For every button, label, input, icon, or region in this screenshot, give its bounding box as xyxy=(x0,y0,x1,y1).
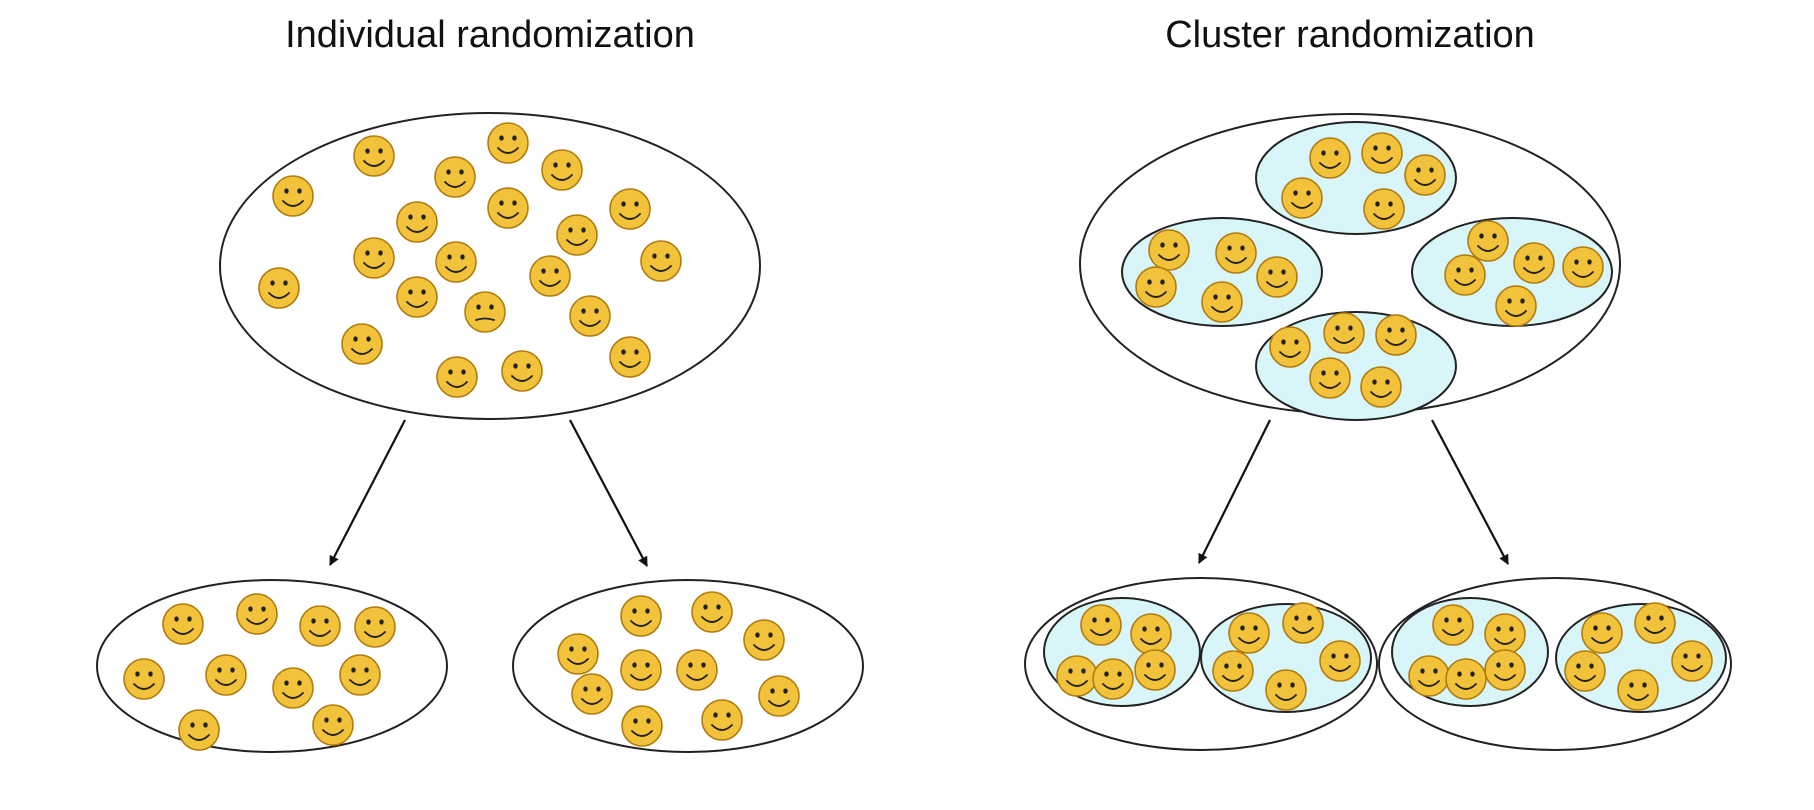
smiley-face-icon xyxy=(1562,246,1604,288)
smiley-face-icon xyxy=(1135,266,1177,308)
smiley-face-icon xyxy=(1092,658,1134,700)
smiley-face-icon xyxy=(1265,669,1307,711)
smiley-face-icon xyxy=(701,699,743,741)
smiley-face-icon xyxy=(312,704,354,746)
smiley-face-icon xyxy=(1282,602,1324,644)
smiley-face-icon xyxy=(609,336,651,378)
smiley-face-icon xyxy=(487,122,529,164)
smiley-face-icon xyxy=(339,654,381,696)
smiley-face-icon xyxy=(299,605,341,647)
smiley-face-icon xyxy=(1564,650,1606,692)
smiley-face-icon xyxy=(1361,132,1403,174)
smiley-face-icon xyxy=(396,201,438,243)
arrow-to-treatment xyxy=(329,419,406,566)
smiley-face-icon xyxy=(1484,649,1526,691)
smiley-face-icon xyxy=(353,237,395,279)
smiley-face-icon xyxy=(487,187,529,229)
smiley-face-icon xyxy=(354,606,396,648)
smiley-face-icon xyxy=(1408,655,1450,697)
smiley-face-icon xyxy=(621,705,663,747)
smiley-face-icon xyxy=(1080,604,1122,646)
cluster-arrow-to-treatment xyxy=(1198,419,1271,564)
smiley-face-icon xyxy=(1215,232,1257,274)
smiley-face-icon xyxy=(162,603,204,645)
smiley-face-icon xyxy=(691,591,733,633)
smiley-face-icon xyxy=(1212,650,1254,692)
smiley-face-icon xyxy=(205,654,247,696)
smiley-face-icon xyxy=(1404,154,1446,196)
smiley-face-icon xyxy=(258,267,300,309)
smiley-face-icon xyxy=(609,188,651,230)
smiley-face-icon xyxy=(341,323,383,365)
smiley-face-icon xyxy=(1360,366,1402,408)
smiley-face-icon xyxy=(620,595,662,637)
smiley-face-icon xyxy=(1634,602,1676,644)
smiley-face-icon xyxy=(272,667,314,709)
cluster-arrow-to-control xyxy=(1431,419,1509,565)
smiley-face-icon xyxy=(1309,357,1351,399)
smiley-face-icon xyxy=(396,276,438,318)
smiley-face-icon xyxy=(541,149,583,191)
smiley-face-icon xyxy=(436,356,478,398)
smiley-face-icon xyxy=(1323,312,1365,354)
control-group-ellipse xyxy=(512,579,864,753)
cluster-randomization-title: Cluster randomization xyxy=(1165,14,1535,56)
individual-randomization-title: Individual randomization xyxy=(285,14,695,56)
smiley-face-icon xyxy=(178,709,220,751)
smiley-face-icon xyxy=(435,241,477,283)
smiley-face-icon xyxy=(1581,612,1623,654)
smiley-face-icon xyxy=(529,255,571,297)
smiley-face-icon xyxy=(1130,613,1172,655)
smiley-face-icon xyxy=(1513,242,1555,284)
smiley-face-icon xyxy=(353,135,395,177)
cluster-treatment-group-ellipse xyxy=(1024,577,1378,751)
smiley-face-icon xyxy=(1134,649,1176,691)
smiley-face-icon xyxy=(556,214,598,256)
smiley-face-icon xyxy=(501,350,543,392)
smiley-face-icon xyxy=(640,240,682,282)
smiley-face-icon xyxy=(1056,655,1098,697)
smiley-face-icon xyxy=(1375,314,1417,356)
smiley-face-icon xyxy=(1256,256,1298,298)
smiley-face-icon xyxy=(1671,640,1713,682)
smiley-face-icon xyxy=(1467,220,1509,262)
smiley-face-icon xyxy=(236,593,278,635)
smiley-face-icon xyxy=(569,295,611,337)
smiley-face-icon xyxy=(1617,669,1659,711)
smiley-face-icon xyxy=(1495,285,1537,327)
smiley-face-icon xyxy=(123,658,165,700)
neutral-face-icon xyxy=(464,291,506,333)
arrow-to-control xyxy=(569,419,648,567)
smiley-face-icon xyxy=(1444,254,1486,296)
smiley-face-icon xyxy=(1269,326,1311,368)
smiley-face-icon xyxy=(676,649,718,691)
treatment-group-ellipse xyxy=(96,579,448,753)
smiley-face-icon xyxy=(758,675,800,717)
cluster-control-group-ellipse xyxy=(1378,577,1732,751)
smiley-face-icon xyxy=(1201,281,1243,323)
smiley-face-icon xyxy=(1281,177,1323,219)
smiley-face-icon xyxy=(272,175,314,217)
population-ellipse xyxy=(219,112,761,420)
smiley-face-icon xyxy=(434,156,476,198)
smiley-face-icon xyxy=(1319,640,1361,682)
smiley-face-icon xyxy=(557,633,599,675)
smiley-face-icon xyxy=(1445,658,1487,700)
smiley-face-icon xyxy=(1363,188,1405,230)
smiley-face-icon xyxy=(571,673,613,715)
smiley-face-icon xyxy=(743,619,785,661)
smiley-face-icon xyxy=(620,649,662,691)
smiley-face-icon xyxy=(1484,613,1526,655)
smiley-face-icon xyxy=(1432,604,1474,646)
smiley-face-icon xyxy=(1309,137,1351,179)
smiley-face-icon xyxy=(1148,229,1190,271)
smiley-face-icon xyxy=(1228,612,1270,654)
